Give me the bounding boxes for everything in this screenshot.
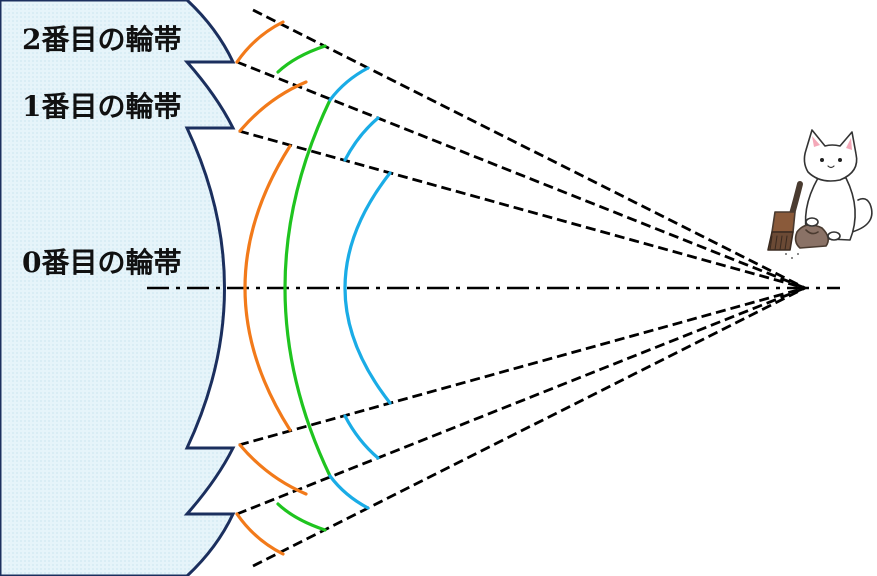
fresnel-lens <box>0 0 236 576</box>
wave-green-bot <box>276 502 327 532</box>
wave-orange-center <box>243 144 292 432</box>
wave-blue-upper <box>343 116 380 162</box>
wave-green-center <box>283 98 332 478</box>
cat-with-brush-and-dustpan-icon <box>767 129 873 259</box>
wave-blue-lower <box>343 414 380 460</box>
ray-bot-1 <box>252 286 806 568</box>
ray-top-1 <box>252 8 806 290</box>
ray-bot-3 <box>238 286 806 447</box>
wave-blue-top <box>328 66 370 102</box>
ray-bot-2 <box>236 286 806 516</box>
ray-top-2 <box>236 60 806 290</box>
wave-blue-bot <box>328 474 370 510</box>
wavefronts <box>235 20 392 556</box>
wave-blue-center <box>343 171 392 405</box>
zone0-label: 0番目の輪帯 <box>22 246 182 279</box>
zone2-label: 2番目の輪帯 <box>22 23 182 56</box>
rays <box>236 8 806 568</box>
zone1-label: 1番目の輪帯 <box>22 90 182 123</box>
wave-orange-zone2-bot <box>235 512 285 556</box>
wave-orange-zone1-bot <box>238 443 308 496</box>
wave-orange-zone1-top <box>238 80 308 133</box>
wave-orange-zone2-top <box>235 20 285 64</box>
wave-green-top <box>276 44 327 74</box>
ray-top-3 <box>238 129 806 290</box>
